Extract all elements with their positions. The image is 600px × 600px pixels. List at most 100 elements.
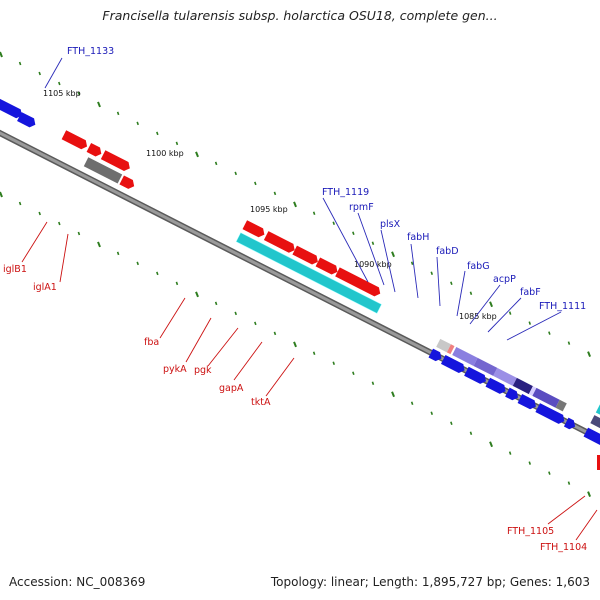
- scale-tick: [508, 311, 512, 315]
- scale-tick: [489, 441, 493, 448]
- scale-label-1105: 1105 kbp: [43, 89, 81, 98]
- label-acpP[interactable]: acpP: [493, 274, 516, 285]
- scale-tick: [18, 61, 22, 66]
- gene-red-1[interactable]: [61, 130, 90, 151]
- scale-tick: [352, 371, 355, 376]
- scale-tick: [508, 451, 512, 455]
- scale-tick: [312, 351, 316, 356]
- gene-fabF[interactable]: [532, 387, 560, 408]
- scale-tick: [58, 81, 61, 86]
- gene-pykA[interactable]: [263, 231, 297, 254]
- scale-tick: [254, 321, 257, 326]
- label-iglA1[interactable]: iglA1: [33, 282, 57, 293]
- gene-fabD[interactable]: [493, 367, 517, 386]
- upper-strand-genes: [0, 95, 600, 435]
- gene-blue-left[interactable]: [17, 112, 38, 129]
- gene-acpP[interactable]: [528, 386, 537, 396]
- genome-summary-text: Topology: linear; Length: 1,895,727 bp; …: [270, 575, 590, 589]
- scale-tick: [38, 211, 41, 216]
- label-iglB1[interactable]: iglB1: [3, 264, 27, 275]
- label-FTH_1133[interactable]: FTH_1133: [67, 46, 114, 57]
- label-fabG[interactable]: fabG: [467, 261, 490, 272]
- scale-tick: [38, 71, 41, 76]
- scale-tick: [528, 461, 532, 465]
- label-leaders-bottom: [21, 221, 598, 541]
- scale-tick: [195, 151, 199, 158]
- scale-tick: [18, 201, 22, 206]
- gene-fba[interactable]: [242, 220, 267, 239]
- gene-FTH_1119[interactable]: [436, 338, 451, 353]
- gene-pgk[interactable]: [292, 245, 320, 267]
- scale-tick: [312, 211, 316, 216]
- scale-tick: [234, 171, 237, 176]
- gene-blue-d[interactable]: [485, 377, 508, 396]
- gene-red-3[interactable]: [100, 150, 132, 173]
- label-FTH_1105[interactable]: FTH_1105: [507, 526, 554, 537]
- scale-track: [0, 51, 591, 498]
- gene-fabG[interactable]: [512, 377, 533, 395]
- gene-blue-e[interactable]: [505, 387, 520, 402]
- label-gapA[interactable]: gapA: [219, 383, 244, 394]
- scale-tick: [410, 401, 414, 405]
- scale-tick: [116, 251, 120, 256]
- gene-red-2[interactable]: [86, 143, 104, 158]
- scale-tick: [332, 221, 335, 226]
- scale-tick: [332, 361, 335, 366]
- gene-blue-far-left[interactable]: [0, 95, 24, 120]
- label-FTH_1111[interactable]: FTH_1111: [539, 301, 586, 312]
- gene-cyan-strip[interactable]: [235, 232, 382, 314]
- scale-tick: [156, 271, 159, 276]
- gene-blue-g[interactable]: [535, 403, 566, 426]
- gene-red-4[interactable]: [119, 175, 136, 190]
- scale-tick: [136, 261, 139, 266]
- label-plsX[interactable]: plsX: [380, 219, 401, 230]
- scale-tick: [391, 391, 395, 398]
- gene-blue-c[interactable]: [464, 366, 488, 386]
- gene-blue-h[interactable]: [563, 417, 577, 431]
- accession-text: Accession: NC_008369: [9, 575, 146, 589]
- scale-tick: [548, 331, 551, 335]
- scale-tick: [548, 471, 551, 475]
- scale-label-1085: 1085 kbp: [459, 312, 497, 321]
- scale-tick: [77, 231, 81, 236]
- label-FTH_1119[interactable]: FTH_1119: [322, 187, 369, 198]
- label-tktA[interactable]: tktA: [251, 397, 271, 408]
- label-FTH_1104[interactable]: FTH_1104: [540, 542, 587, 553]
- scale-tick: [567, 341, 571, 345]
- gene-features: [0, 95, 600, 451]
- gene-FTH_1105[interactable]: [597, 455, 600, 470]
- gene-blue-b[interactable]: [440, 354, 467, 375]
- scale-tick: [587, 351, 591, 358]
- scale-label-1090: 1090 kbp: [354, 260, 392, 269]
- gene-plsX[interactable]: [452, 347, 478, 366]
- gene-gray-1[interactable]: [83, 157, 123, 184]
- gene-tktA[interactable]: [335, 267, 382, 298]
- scale-tick: [469, 291, 473, 295]
- gene-blue-a[interactable]: [428, 348, 443, 363]
- gene-blue-f[interactable]: [517, 394, 539, 411]
- gene-fabH[interactable]: [473, 357, 498, 376]
- gene-rpmF[interactable]: [446, 344, 455, 355]
- scale-tick: [450, 421, 453, 425]
- scale-tick: [371, 381, 375, 386]
- scale-tick: [0, 51, 3, 58]
- label-fabD[interactable]: fabD: [436, 246, 459, 257]
- gene-labels-top: FTH_1133 FTH_1119 rpmF plsX fabH fabD fa…: [67, 46, 586, 312]
- scale-tick: [391, 251, 395, 258]
- gene-labels-bottom: iglB1 iglA1 fba pykA pgk gapA tktA FTH_1…: [3, 264, 587, 553]
- scale-tick: [214, 161, 218, 166]
- gene-blue-i[interactable]: [583, 427, 600, 451]
- scale-tick: [234, 311, 237, 316]
- scale-tick: [410, 261, 414, 265]
- label-rpmF[interactable]: rpmF: [349, 202, 374, 213]
- gene-dark-right[interactable]: [590, 415, 600, 435]
- label-fabF[interactable]: fabF: [520, 287, 541, 298]
- label-pgk[interactable]: pgk: [194, 365, 212, 376]
- label-fabH[interactable]: fabH: [407, 232, 429, 243]
- label-fba[interactable]: fba: [144, 337, 159, 348]
- scale-tick: [273, 191, 277, 196]
- gene-FTH_1111[interactable]: [555, 399, 567, 412]
- scale-tick: [489, 301, 493, 308]
- label-pykA[interactable]: pykA: [163, 364, 187, 375]
- gene-gapA[interactable]: [315, 257, 340, 276]
